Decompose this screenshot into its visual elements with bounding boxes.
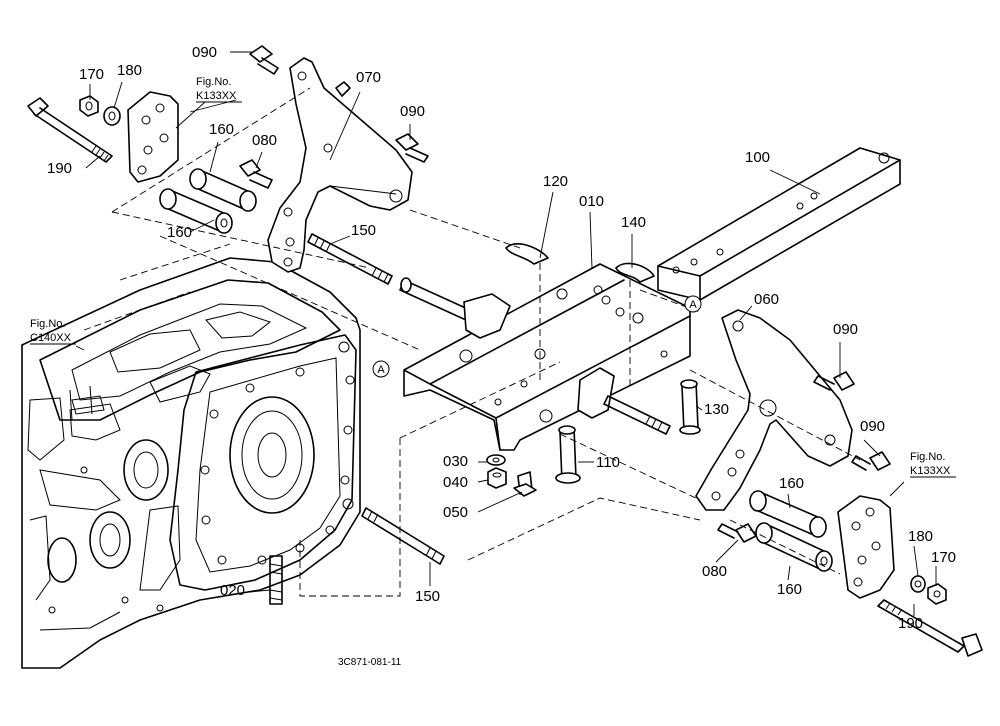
callout-a-left: A <box>372 360 390 378</box>
part-label-p080b: 080 <box>702 563 727 580</box>
part-label-p050: 050 <box>443 504 468 521</box>
stud-150-upper <box>307 233 393 285</box>
arm-070 <box>267 57 413 273</box>
snap-pin-140 <box>615 262 655 283</box>
stud-150-lower <box>361 507 445 565</box>
figref-right-line1: Fig.No. <box>910 451 945 463</box>
part-label-p160c: 160 <box>779 475 804 492</box>
figref-right-line2: K133XX <box>910 465 951 477</box>
leader-lines <box>75 51 937 616</box>
callout-a-right-circle <box>684 295 702 313</box>
part-label-p180b: 180 <box>908 528 933 545</box>
pin-130 <box>679 379 701 435</box>
collar-160-upper-left <box>189 168 257 212</box>
figref-left: Fig.No. K133XX <box>196 76 242 103</box>
bolt-190-right <box>877 599 983 657</box>
spring-washer-180-right <box>910 575 926 593</box>
bolt-090-right-lower <box>851 451 891 471</box>
drawing-number: 3C871-081-11 <box>338 657 402 668</box>
part-label-p170b: 170 <box>931 549 956 566</box>
side-plate-right <box>837 495 895 599</box>
part-label-p170a: 170 <box>79 66 104 83</box>
stud-020 <box>269 555 283 605</box>
bolt-080-right <box>717 523 757 543</box>
side-plate-left <box>127 91 179 183</box>
part-label-p110: 110 <box>596 454 620 471</box>
part-label-p030: 030 <box>443 453 468 470</box>
part-label-p160d: 160 <box>777 581 802 598</box>
collar-160-lower-right <box>755 522 833 572</box>
part-label-p160a: 160 <box>209 121 234 138</box>
part-number-labels: 090 070 170 180 090 160 080 190 100 120 010 160 150 1… <box>47 44 956 632</box>
part-label-p070: 070 <box>356 69 381 86</box>
bolt-050 <box>513 471 537 497</box>
part-label-p040: 040 <box>443 474 468 491</box>
bolt-080-left <box>239 159 273 189</box>
part-label-p090a: 090 <box>192 44 217 61</box>
part-label-p090c: 090 <box>833 321 858 338</box>
bolt-090-right-upper <box>813 371 855 391</box>
figref-case-line2: C140XX <box>30 332 72 344</box>
callout-a-right: A <box>684 295 702 313</box>
nut-170-left <box>79 95 99 117</box>
nut-040 <box>487 467 507 489</box>
part-label-p180a: 180 <box>117 62 142 79</box>
collar-160-upper-right <box>749 490 827 538</box>
bolt-090-top-left <box>249 45 279 75</box>
part-label-p190b: 190 <box>898 615 923 632</box>
callout-a-left-circle <box>372 360 390 378</box>
transmission-case <box>21 257 361 669</box>
figref-left-line1: Fig.No. <box>196 76 231 88</box>
part-label-p150b: 150 <box>415 588 440 605</box>
part-label-p090d: 090 <box>860 418 885 435</box>
part-label-p090b: 090 <box>400 103 425 120</box>
callout-a-right-letter: A <box>689 299 697 311</box>
part-label-p190a: 190 <box>47 160 72 177</box>
bolt-090-upper-mid <box>395 133 429 163</box>
callout-a-left-letter: A <box>377 364 385 376</box>
part-label-p020: 020 <box>220 582 245 599</box>
figure-references: Fig.No. K133XX Fig.No. C140XX Fig.No. K133XX <box>30 76 956 478</box>
bolt-190-left <box>27 97 113 163</box>
part-label-p150a: 150 <box>351 222 376 239</box>
nut-170-right <box>927 583 947 605</box>
part-label-p010: 010 <box>579 193 604 210</box>
pin-110 <box>555 425 581 484</box>
part-label-p060: 060 <box>754 291 779 308</box>
assembly-centerlines <box>83 87 861 597</box>
part-label-p140: 140 <box>621 214 646 231</box>
figref-right: Fig.No. K133XX <box>910 451 956 478</box>
washer-030 <box>486 454 506 466</box>
figref-case: Fig.No. C140XX <box>30 318 76 345</box>
arm-060 <box>695 309 853 511</box>
drawbar-100 <box>657 147 901 301</box>
snap-pin-120 <box>505 243 549 265</box>
bracket-010 <box>403 263 691 451</box>
connection-callouts: AA <box>372 295 702 378</box>
figref-case-line1: Fig.No. <box>30 318 65 330</box>
pin-shaft-left <box>399 277 511 339</box>
figref-left-line2: K133XX <box>196 90 237 102</box>
spring-washer-180-left <box>103 106 121 126</box>
part-label-p120: 120 <box>543 173 568 190</box>
part-label-p130: 130 <box>704 401 729 418</box>
pin-shaft-right <box>577 367 671 435</box>
part-label-p160b: 160 <box>167 224 192 241</box>
part-label-p080a: 080 <box>252 132 277 149</box>
part-label-p100: 100 <box>745 149 770 166</box>
